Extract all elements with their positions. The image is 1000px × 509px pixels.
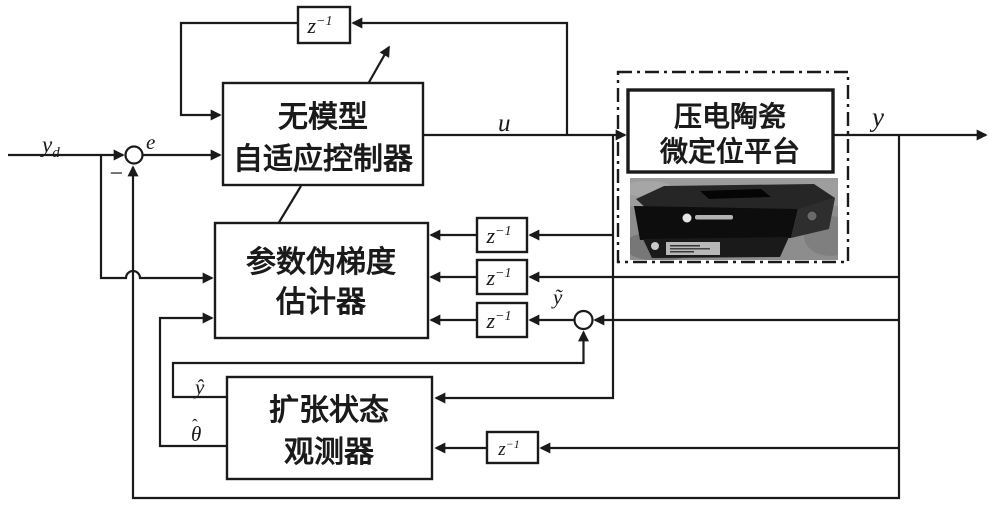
wire-output-feedback-bottom — [127, 135, 901, 500]
label-theta: θ — [191, 422, 201, 446]
tuning-arrow-upper-segment — [367, 45, 390, 85]
delay-block-bottom — [485, 430, 540, 465]
label-yhat: ŷ — [193, 375, 205, 399]
delay-label-a: z−1 — [485, 223, 511, 248]
device-logo-mark — [682, 213, 692, 223]
controller-block — [221, 81, 425, 187]
device-sticker-line-2 — [670, 248, 710, 250]
plant-label-line2: 微定位平台 — [659, 135, 800, 168]
label-minus-sign: − — [108, 161, 124, 187]
wire-u-branch-to-observer — [434, 135, 615, 404]
delay-label-c: z−1 — [485, 308, 511, 333]
controller-label-line1: 无模型 — [278, 101, 368, 134]
delay-block-a — [475, 216, 529, 254]
plant-photo — [630, 178, 838, 260]
device-sticker-line-1 — [670, 245, 700, 247]
controller-label-line2: 自适应控制器 — [233, 142, 414, 176]
estimator-label-line1: 参数伪梯度 — [246, 246, 396, 279]
delay-block-c — [475, 301, 529, 339]
label-y: y — [869, 102, 884, 132]
label-yd: yd — [40, 132, 60, 161]
delay-block-top — [296, 5, 352, 45]
device-top-plate — [700, 189, 771, 199]
sum-junction-ytilde — [573, 309, 594, 331]
wire-theta-to-estimator — [158, 312, 227, 448]
plant-boundary-box — [616, 70, 850, 264]
wire-u-to-top-delay — [351, 17, 569, 135]
delay-label-bottom: z−1 — [497, 437, 520, 460]
observer-label-line2: 观测器 — [284, 436, 375, 469]
device-logo-text-smudge — [695, 215, 733, 220]
label-ytilde: ỹ — [551, 285, 563, 309]
device-front-face — [634, 206, 798, 240]
wire-yhat-to-sum-ytilde — [171, 330, 589, 399]
label-u: u — [498, 110, 511, 137]
wire-top-delay-to-controller — [179, 21, 298, 121]
delay-block-b — [475, 258, 529, 296]
device-sticker-line-3 — [670, 251, 694, 253]
device-connector-knob — [806, 210, 818, 222]
observer-block — [225, 375, 434, 481]
label-e: e — [146, 130, 155, 154]
delay-label-b: z−1 — [485, 265, 511, 290]
device-lower-logo-mark — [651, 242, 659, 250]
delay-label-top: z−1 — [306, 13, 332, 38]
observer-label-line1: 扩张状态 — [269, 394, 389, 427]
estimator-label-line2: 估计器 — [275, 286, 367, 319]
plant-label-line1: 压电陶瓷 — [674, 101, 786, 133]
label-theta-hat-accent: ˆ — [192, 416, 198, 435]
plant-block — [626, 88, 835, 174]
tuning-arrow-lower-segment — [277, 185, 302, 225]
sum-junction-error — [124, 145, 144, 165]
estimator-block — [213, 221, 430, 340]
